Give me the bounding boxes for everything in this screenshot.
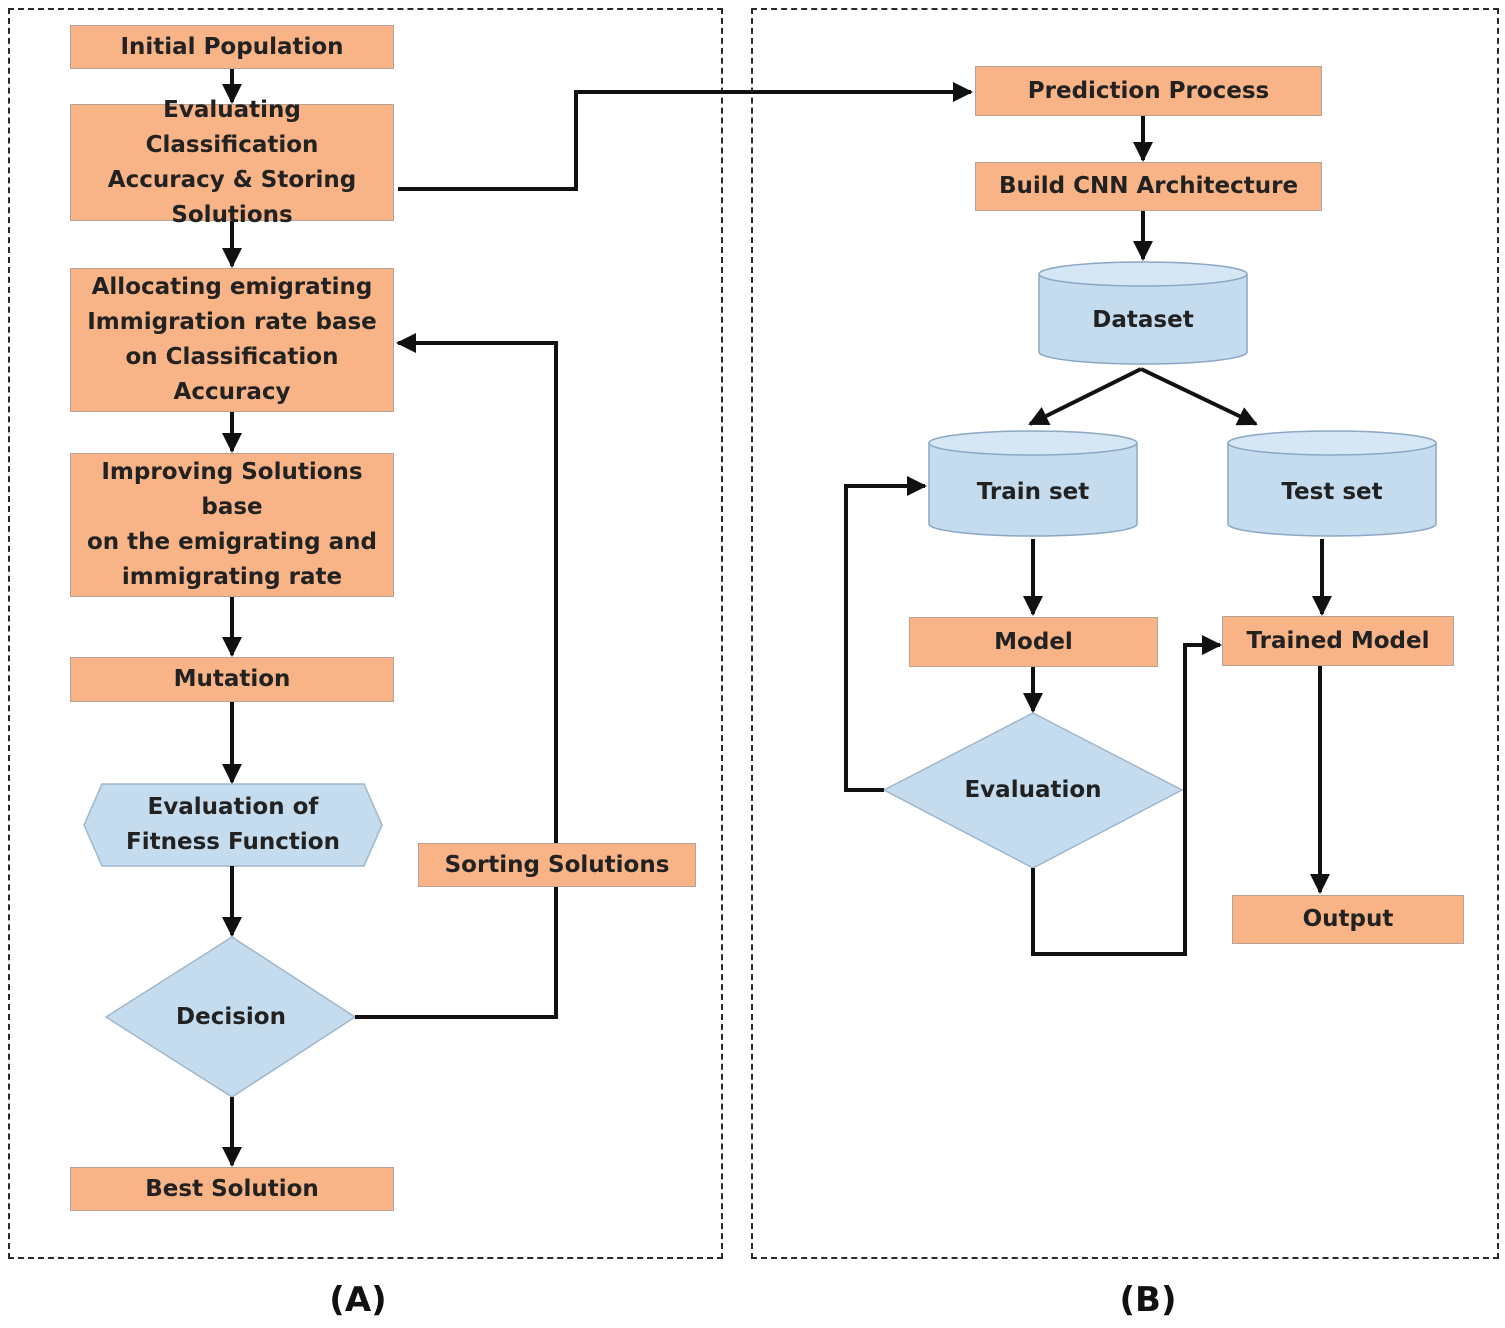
arrow-evaluating-to-prediction (398, 82, 973, 191)
arrow-dataset-to-train (1028, 367, 1142, 426)
initial-population-box: Initial Population (70, 25, 394, 69)
arrow-evaluation-to-trained (1031, 635, 1222, 956)
sorting-solutions-box: Sorting Solutions (418, 843, 696, 887)
panel-b (751, 8, 1499, 1259)
mutation-box: Mutation (70, 657, 394, 702)
prediction-process-box: Prediction Process (975, 66, 1322, 116)
trained-model-box: Trained Model (1222, 616, 1454, 666)
loop-decision-to-allocating (355, 333, 558, 1019)
loop-evaluation-to-train (844, 476, 927, 792)
improving-solutions-box: Improving Solutions base on the emigrati… (70, 453, 394, 597)
arrow-dataset-to-test (1140, 367, 1258, 426)
train-set-cylinder (928, 430, 1138, 537)
panel-a (8, 8, 723, 1259)
panel-b-caption: (B) (1119, 1280, 1177, 1320)
decision-diamond (104, 936, 357, 1098)
dataset-cylinder (1038, 261, 1248, 365)
best-solution-box: Best Solution (70, 1167, 394, 1211)
model-box: Model (909, 617, 1158, 667)
panel-a-caption: (A) (329, 1280, 387, 1320)
evaluating-accuracy-box: Evaluating Classification Accuracy & Sto… (70, 97, 394, 228)
test-set-cylinder (1227, 430, 1437, 537)
fitness-hexagon (83, 783, 383, 867)
build-cnn-box: Build CNN Architecture (975, 162, 1322, 211)
output-box: Output (1232, 895, 1464, 944)
allocating-rate-box: Allocating emigrating Immigration rate b… (70, 268, 394, 412)
evaluation-diamond (882, 712, 1184, 869)
